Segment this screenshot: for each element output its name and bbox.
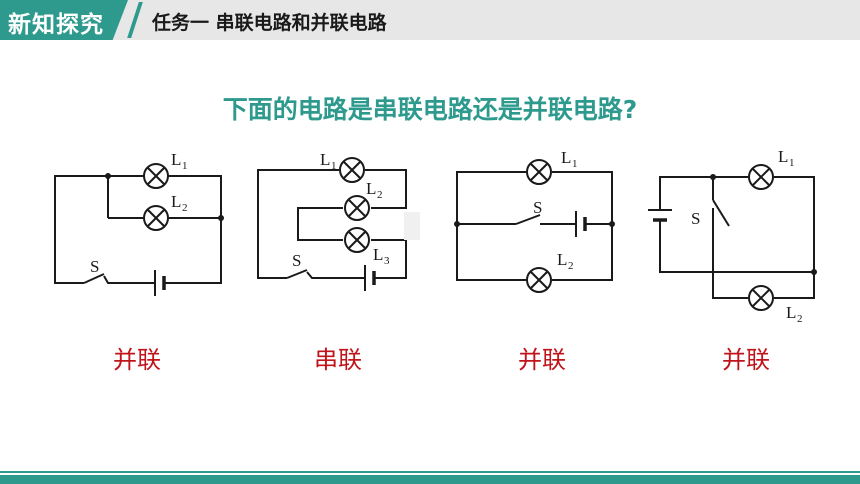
lamp-label: L bbox=[373, 245, 383, 264]
lamp-label: L bbox=[561, 148, 571, 167]
page-title: 任务一 串联电路和并联电路 bbox=[152, 12, 387, 34]
answer-label: 并联 bbox=[722, 346, 770, 374]
svg-text:3: 3 bbox=[384, 255, 390, 267]
circuit-2 bbox=[257, 169, 407, 291]
lamp-icon bbox=[339, 157, 365, 183]
switch-label: S bbox=[691, 209, 700, 228]
svg-text:1: 1 bbox=[572, 158, 578, 170]
question-text: 下面的电路是串联电路还是并联电路? bbox=[222, 95, 638, 124]
lamp-label: L bbox=[171, 192, 181, 211]
lamp-label: L bbox=[366, 179, 376, 198]
svg-text:1: 1 bbox=[182, 160, 188, 172]
footer-line bbox=[0, 471, 860, 473]
svg-text:2: 2 bbox=[797, 313, 803, 325]
lamp-icon bbox=[526, 267, 552, 293]
answer-label: 并联 bbox=[113, 346, 161, 374]
component-labels: L 1 L 2 S L 1 L 2 L 3 S L 1 S L 2 L 1 S … bbox=[90, 147, 803, 325]
lamp-label: L bbox=[778, 147, 788, 166]
shadow-mark bbox=[404, 212, 420, 240]
lamp-icon bbox=[344, 227, 370, 253]
lamp-icon bbox=[526, 159, 552, 185]
circuit-1 bbox=[54, 173, 224, 296]
svg-text:2: 2 bbox=[568, 260, 574, 272]
switch-label: S bbox=[90, 257, 99, 276]
section-badge-label: 新知探究 bbox=[8, 12, 104, 38]
switch-label: S bbox=[533, 198, 542, 217]
section-badge bbox=[0, 0, 128, 40]
lamp-label: L bbox=[557, 250, 567, 269]
lamp-icon bbox=[143, 163, 169, 189]
svg-text:2: 2 bbox=[182, 202, 188, 214]
lamp-label: L bbox=[171, 150, 181, 169]
circuit-4 bbox=[648, 174, 817, 299]
lamp-label: L bbox=[786, 303, 796, 322]
lamp-icon bbox=[748, 285, 774, 311]
lamp-icon bbox=[344, 195, 370, 221]
svg-text:1: 1 bbox=[789, 157, 795, 169]
answer-label: 并联 bbox=[518, 346, 566, 374]
footer-bar bbox=[0, 475, 860, 484]
svg-text:1: 1 bbox=[331, 160, 337, 172]
lamp-label: L bbox=[320, 150, 330, 169]
svg-text:2: 2 bbox=[377, 189, 383, 201]
header-bar bbox=[0, 0, 860, 40]
switch-label: S bbox=[292, 251, 301, 270]
answer-label: 串联 bbox=[314, 346, 362, 374]
circuit-3 bbox=[454, 171, 615, 281]
lamp-icon bbox=[748, 164, 774, 190]
lamp-icon bbox=[143, 205, 169, 231]
